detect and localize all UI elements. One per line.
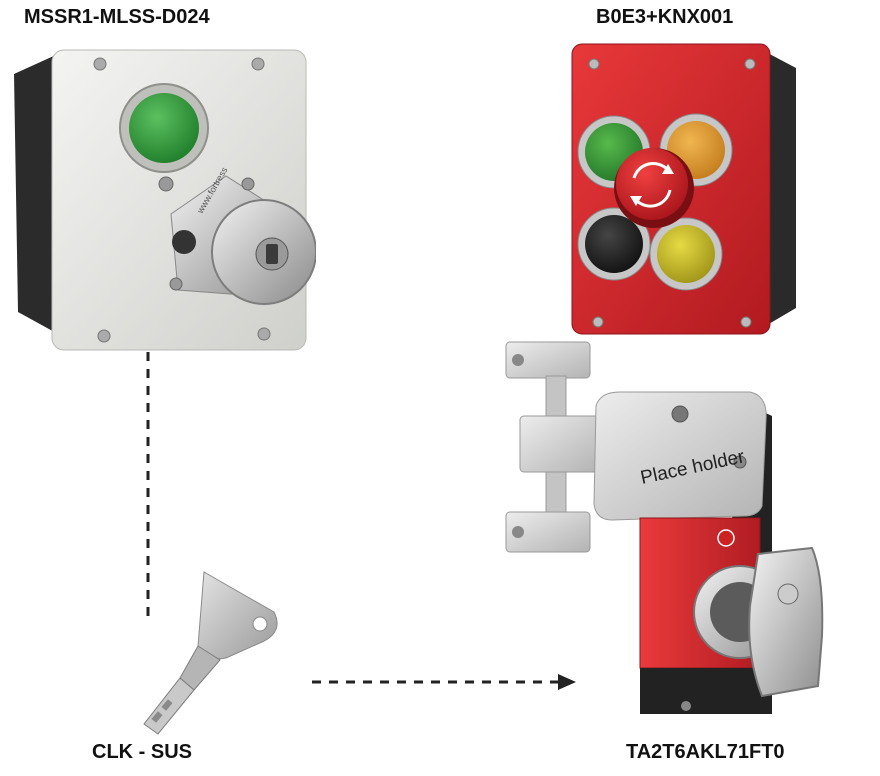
arrow-head-icon — [558, 674, 576, 690]
label-bottom-left: CLK - SUS — [92, 741, 192, 763]
unit2-red-control-station-icon — [571, 43, 796, 335]
key-icon — [143, 571, 278, 735]
label-top-left: MSSR1-MLSS-D024 — [24, 6, 210, 28]
interlock-switch-icon: Place holder — [505, 341, 824, 714]
label-top-right: B0E3+KNX001 — [596, 6, 734, 28]
unit1-green-button-box-icon: www.fortress — [14, 49, 316, 351]
label-bottom-right: TA2T6AKL71FT0 — [626, 741, 785, 763]
